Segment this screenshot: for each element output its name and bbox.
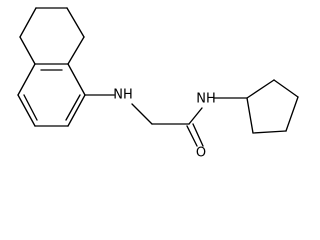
bond-sat-4 xyxy=(19,7,37,38)
tetrahydronaphthalene-system xyxy=(17,7,86,127)
cyclopentyl-ring xyxy=(246,79,299,134)
bond-cyclopentyl-5 xyxy=(246,97,254,134)
bond-ar-5 xyxy=(17,63,36,96)
bond-sat-3 xyxy=(67,36,85,65)
amide-nh-label: NH xyxy=(196,92,216,107)
bond-carbonyl-to-amide-n xyxy=(188,107,203,125)
bond-co-double-2 xyxy=(192,123,204,147)
molecule-structure-diagram: NH NH O xyxy=(17,7,299,161)
bond-cyclopentyl-1 xyxy=(246,79,275,99)
bond-ar-double-3 xyxy=(23,94,38,121)
bond-ar-double-2 xyxy=(65,94,81,121)
bond-cyclopentyl-2 xyxy=(273,79,299,98)
bond-sat-5 xyxy=(19,36,36,65)
bond-ar-2 xyxy=(67,94,86,127)
linker-chain xyxy=(84,94,248,147)
bond-cyclopentyl-3 xyxy=(285,96,299,132)
bond-ar-4 xyxy=(17,94,36,127)
bond-amine-to-ch2 xyxy=(131,103,153,125)
bond-cyclopentyl-4 xyxy=(252,130,287,134)
bond-co-double-1 xyxy=(186,125,198,147)
carbonyl-oxygen-label: O xyxy=(196,146,206,161)
atom-labels: NH NH O xyxy=(113,88,216,161)
amine-nh-label: NH xyxy=(113,88,133,103)
bond-sat-2 xyxy=(66,7,85,38)
bond-ar-1 xyxy=(67,63,86,96)
